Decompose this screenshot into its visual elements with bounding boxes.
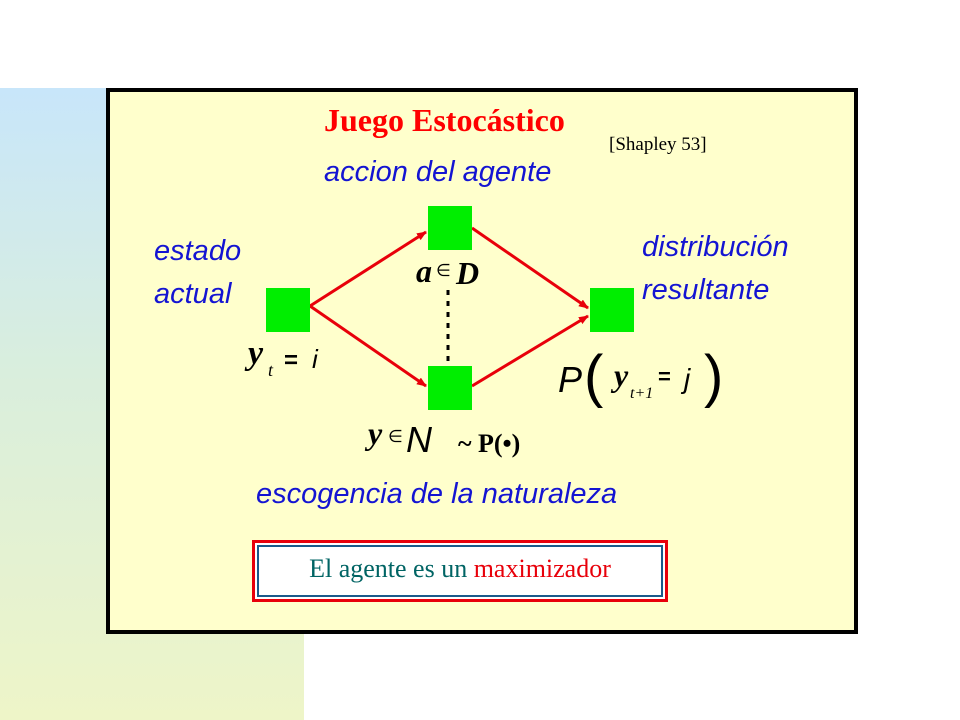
label-resulting-distribution: distribución resultante — [642, 226, 789, 312]
math-prob-sub: t+1 — [630, 385, 653, 402]
math-nature-set: N — [406, 419, 433, 460]
label-state-line1: estado — [154, 235, 242, 267]
math-nature-dist: ~ P(•) — [458, 429, 520, 458]
label-state-line2: actual — [154, 278, 232, 310]
label-dist-line2: resultante — [642, 274, 770, 306]
arrow-action-to-distribution — [471, 226, 589, 310]
math-action-elem: ∈ — [436, 261, 451, 280]
maximizer-box-inner — [257, 545, 663, 597]
label-action: accion del agente — [324, 156, 552, 188]
maximizer-text-part2: maximizador — [473, 554, 611, 583]
math-state-sub: t — [268, 360, 274, 380]
node-nature-choice — [428, 366, 472, 410]
math-prob-p: P — [558, 359, 582, 400]
math-state-var: y — [244, 335, 264, 372]
arrow-state-to-action — [309, 230, 427, 308]
label-current-state: estado actual — [154, 230, 241, 316]
math-state-eq: = — [284, 347, 298, 374]
maximizer-text: El agente es un maximizador — [255, 554, 665, 584]
maximizer-box: El agente es un maximizador — [252, 540, 668, 602]
maximizer-text-part1: El agente es un — [309, 554, 468, 583]
math-action-set: D — [455, 255, 479, 291]
citation: [Shapley 53] — [609, 134, 707, 155]
math-action-var: a — [416, 253, 432, 289]
node-current-state — [266, 288, 310, 332]
math-prob-open: ( — [584, 344, 603, 409]
slide-panel: Juego Estocástico [Shapley 53] accion de… — [106, 88, 858, 634]
math-prob-close: ) — [704, 344, 723, 409]
math-nature-elem: ∈ — [388, 427, 403, 446]
label-nature-choice: escogencia de la naturaleza — [256, 478, 618, 510]
game-diagram: y t = i a ∈ D y ∈ N ~ P(•) P ( y t+1 = j… — [244, 206, 723, 460]
math-nature-var: y — [364, 415, 383, 451]
math-prob-val: j — [680, 363, 691, 394]
math-prob-eq: = — [658, 364, 671, 389]
math-prob-var: y — [610, 357, 629, 393]
node-agent-action — [428, 206, 472, 250]
arrow-nature-to-distribution — [471, 314, 589, 388]
slide-title: Juego Estocástico — [324, 102, 565, 138]
label-dist-line1: distribución — [642, 231, 789, 263]
math-state-val: i — [312, 344, 319, 374]
node-resulting-distribution — [590, 288, 634, 332]
arrow-state-to-nature — [309, 304, 427, 388]
